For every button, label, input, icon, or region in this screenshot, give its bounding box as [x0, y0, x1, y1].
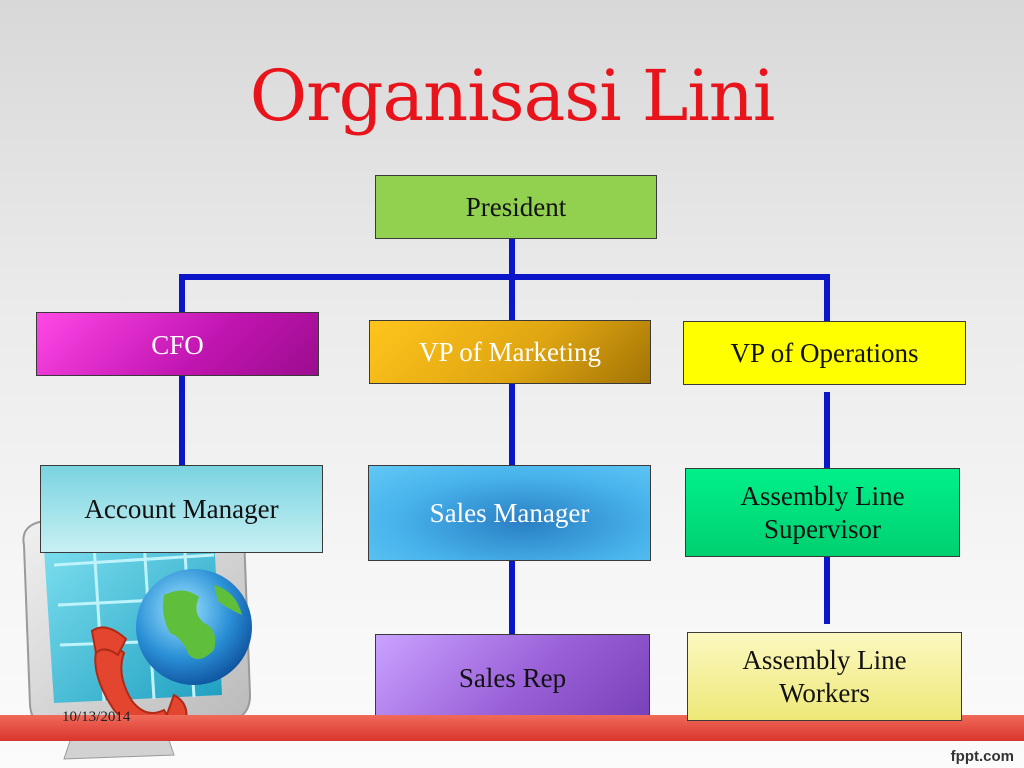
org-label-sales-manager: Sales Manager [429, 497, 590, 528]
org-label-assembly-workers: Assembly Line Workers [742, 645, 907, 708]
org-box-vp-marketing: VP of Marketing [369, 320, 651, 384]
org-label-vp-operations: VP of Operations [730, 337, 919, 368]
org-box-assembly-supervisor: Assembly Line Supervisor [685, 468, 960, 557]
connector-left-drop [179, 274, 185, 314]
connector-operations-supervisor [824, 392, 830, 468]
connector-horizontal-bar [179, 274, 830, 280]
org-box-sales-manager: Sales Manager [368, 465, 651, 561]
org-label-cfo: CFO [151, 330, 204, 360]
org-box-account-manager: Account Manager [40, 465, 323, 553]
footer-logo: fppt.com [950, 748, 1014, 765]
org-label-assembly-supervisor: Assembly Line Supervisor [740, 481, 905, 544]
org-box-vp-operations: VP of Operations [683, 321, 966, 385]
footer-date: 10/13/2014 [62, 709, 131, 725]
org-box-cfo: CFO [36, 312, 319, 376]
org-box-assembly-workers: Assembly Line Workers [687, 632, 962, 721]
computer-globe-phone-illustration [22, 509, 252, 760]
connector-marketing-sales [509, 383, 515, 466]
org-label-vp-marketing: VP of Marketing [419, 336, 601, 367]
org-label-sales-rep: Sales Rep [458, 662, 567, 693]
connector-sales-rep [509, 560, 515, 636]
org-box-sales-rep: Sales Rep [375, 634, 650, 722]
connector-supervisor-workers [824, 556, 830, 624]
connector-right-drop [824, 274, 830, 322]
org-label-president: President [465, 191, 567, 222]
org-box-president: President [375, 175, 657, 239]
connector-cfo-account [179, 374, 185, 466]
org-label-account-manager: Account Manager [84, 493, 279, 524]
slide-title: Organisasi Lini [249, 55, 775, 137]
connector-president-down [509, 238, 515, 324]
